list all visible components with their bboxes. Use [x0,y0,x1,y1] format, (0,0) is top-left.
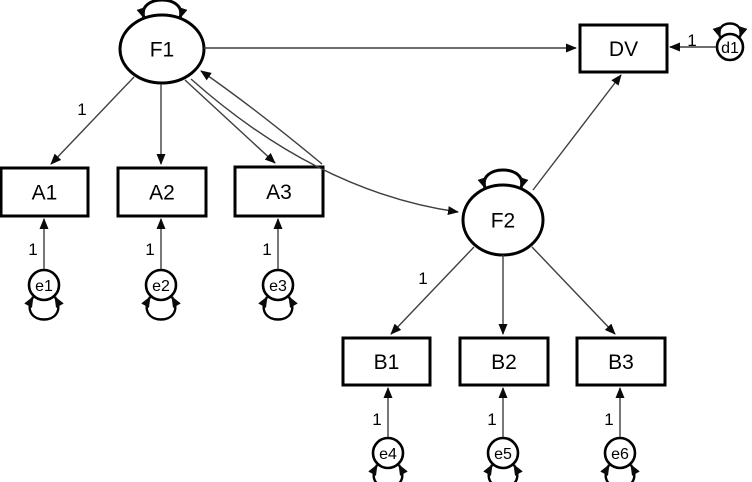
self-loop-arrow-e4[interactable] [368,464,408,482]
path-edge-e5-B2[interactable]: 1 [487,387,508,437]
self-loop-arrow-d1[interactable] [712,22,748,38]
path-edge-d1-DV[interactable]: 1 [669,31,716,52]
observed-rect-A1[interactable] [0,166,90,218]
edge-weight-label-e5-B2: 1 [487,410,496,429]
node-label-e5: e5 [494,446,512,463]
self-loop-arrow-e3[interactable] [258,296,298,321]
error-circle-e2[interactable] [144,268,178,302]
node-label-DV: DV [609,38,638,61]
edge-weight-label-e4-B1: 1 [372,410,381,429]
path-edge-e6-B3[interactable]: 1 [604,387,625,437]
self-loop-arrow-e6[interactable] [600,464,640,482]
edge-weight-label-e1-A1: 1 [28,240,37,259]
self-loop-arrow-F1[interactable] [136,0,188,19]
arrow-F2-F1[interactable] [200,70,323,165]
error-node-e6[interactable]: e6 [600,436,640,482]
edge-weight-label-e3-A3: 1 [262,240,271,259]
error-circle-e3[interactable] [261,268,295,302]
arrow-F2-B3[interactable] [531,246,616,335]
observed-node-B2[interactable]: B2 [458,336,550,387]
node-label-F1: F1 [150,39,175,62]
observed-rect-B3[interactable] [575,336,667,387]
edge-weight-label-e6-B3: 1 [604,410,613,429]
observed-node-A2[interactable]: A2 [116,166,208,218]
path-edge-F2-B3[interactable] [531,246,616,335]
observed-rect-A2[interactable] [116,166,208,218]
observed-node-B1[interactable]: B1 [341,336,432,387]
arrow-F2-DV[interactable] [532,74,622,191]
edge-weight-label-d1-DV: 1 [687,31,696,50]
error-circle-e6[interactable] [603,436,637,470]
node-label-e2: e2 [152,278,170,295]
arrow-F1-A3[interactable] [184,79,276,164]
arrow-F1-F2[interactable] [190,78,459,216]
error-node-e2[interactable]: e2 [141,268,181,321]
error-node-e1[interactable]: e1 [24,268,64,321]
node-label-F2: F2 [491,210,516,233]
error-node-e5[interactable]: e5 [483,436,523,482]
observed-rect-A3[interactable] [233,165,325,218]
error-circle-e5[interactable] [486,436,520,470]
path-edge-F1-A1[interactable]: 1 [50,76,135,165]
node-label-e6: e6 [611,446,629,463]
error-node-d1[interactable]: d1 [712,22,748,62]
edge-weight-label-e2-A2: 1 [145,240,154,259]
observed-rect-B2[interactable] [458,336,550,387]
node-label-e3: e3 [269,278,287,295]
self-loop-arrow-e5[interactable] [483,464,523,482]
edge-weight-label-F1-A1: 1 [77,100,86,119]
observed-rect-B1[interactable] [341,336,432,387]
observed-node-B3[interactable]: B3 [575,336,667,387]
error-circle-e1[interactable] [27,268,61,302]
self-loop-arrow-e1[interactable] [24,296,64,321]
path-edge-F1-F2[interactable] [190,78,459,216]
error-circle-d1[interactable] [715,32,745,62]
observed-rect-DV[interactable] [578,23,669,74]
observed-node-A3[interactable]: A3 [233,165,325,218]
path-edge-F1-A3[interactable] [184,79,276,164]
self-loop-arrow-F2[interactable] [477,168,529,189]
node-label-A2: A2 [149,182,175,205]
node-label-d1: d1 [721,40,739,57]
edge-weight-label-F2-B1: 1 [418,269,427,288]
node-label-e4: e4 [379,446,397,463]
observed-node-DV[interactable]: DV [578,23,669,74]
path-edge-e2-A2[interactable]: 1 [145,218,166,269]
node-label-A3: A3 [266,181,292,204]
self-loop-arrow-e2[interactable] [141,296,181,321]
path-edge-e1-A1[interactable]: 1 [28,218,49,269]
latent-node-F1[interactable]: F1 [118,0,206,85]
path-edge-F2-B1[interactable]: 1 [390,246,475,335]
node-label-B2: B2 [491,351,517,374]
error-circle-e4[interactable] [371,436,405,470]
path-edge-e4-B1[interactable]: 1 [372,387,393,437]
path-edge-e3-A3[interactable]: 1 [262,218,283,269]
arrow-F2-B1[interactable] [390,246,475,335]
path-edge-F2-DV[interactable] [532,74,622,191]
node-label-B1: B1 [374,351,400,374]
arrow-F1-A1[interactable] [50,76,135,165]
node-label-e1: e1 [35,278,53,295]
path-edge-F2-F1[interactable] [200,70,323,165]
error-node-e4[interactable]: e4 [368,436,408,482]
node-label-B3: B3 [608,351,634,374]
error-node-e3[interactable]: e3 [258,268,298,321]
latent-node-F2[interactable]: F2 [461,168,545,257]
observed-node-A1[interactable]: A1 [0,166,90,218]
node-label-A1: A1 [32,182,58,205]
